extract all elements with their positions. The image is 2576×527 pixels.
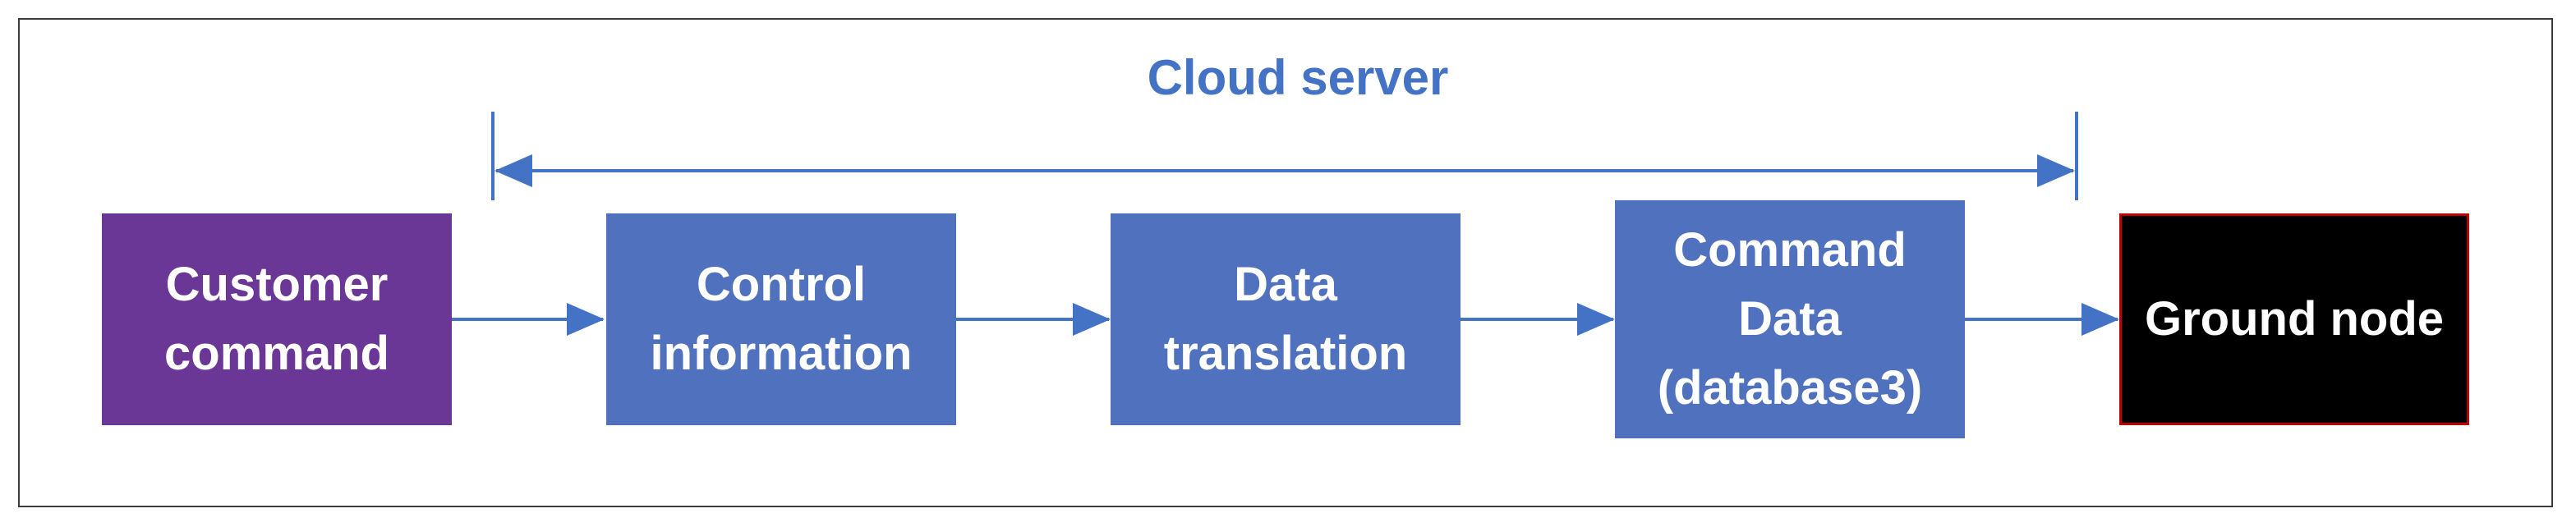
command-data-box: Command Data (database3) bbox=[1615, 200, 1965, 438]
cloud-server-title: Cloud server bbox=[1147, 50, 1449, 105]
ground-node-box: Ground node bbox=[2119, 213, 2469, 425]
data-translation-box: Data translation bbox=[1111, 213, 1460, 425]
command-data-label: Command Data (database3) bbox=[1657, 222, 1923, 415]
control-information-box: Control information bbox=[606, 213, 956, 425]
data-translation-label: Data translation bbox=[1163, 257, 1408, 380]
customer-command-label: Customer command bbox=[164, 257, 389, 380]
customer-command-box: Customer command bbox=[102, 213, 452, 425]
control-information-label: Control information bbox=[650, 257, 913, 380]
ground-node-label: Ground node bbox=[2144, 291, 2445, 346]
